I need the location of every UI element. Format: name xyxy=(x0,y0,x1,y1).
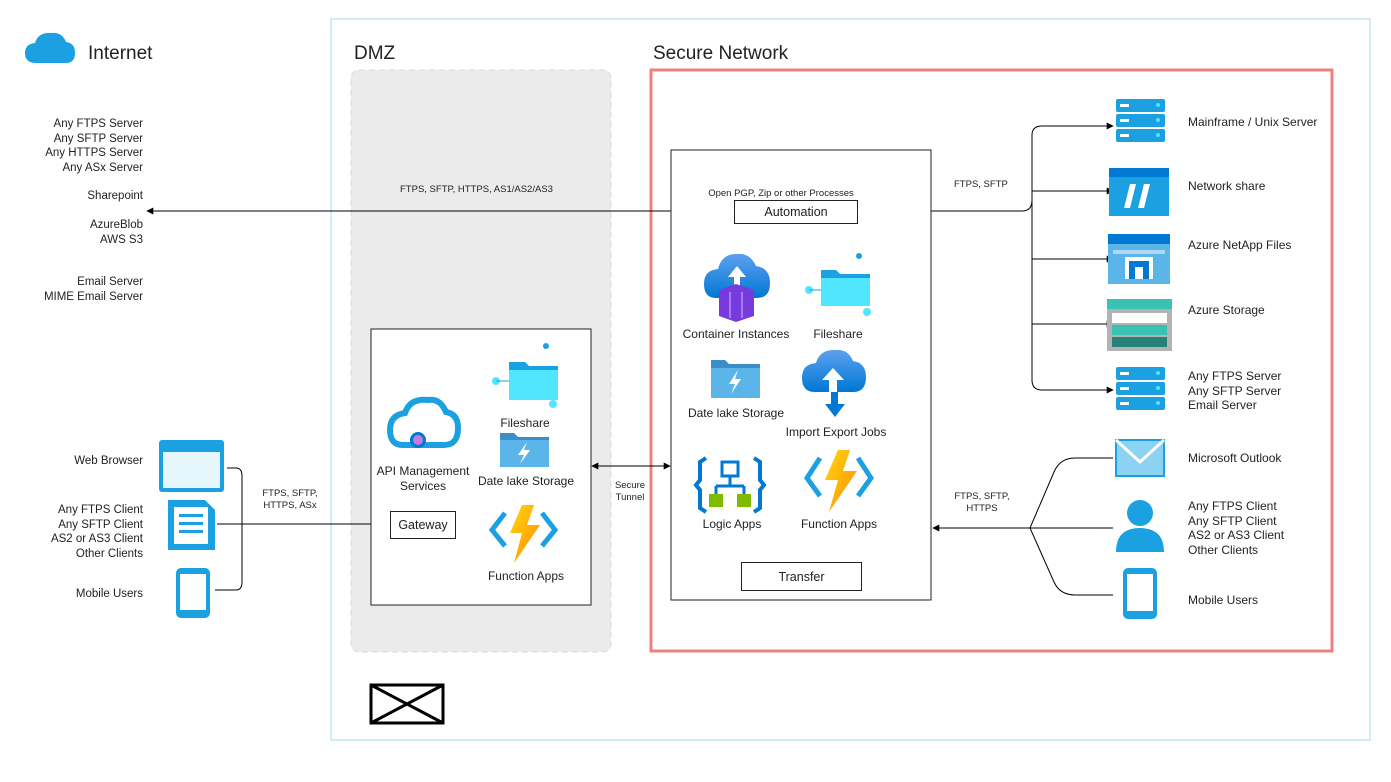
server-icon xyxy=(1116,367,1165,410)
client-bus xyxy=(227,467,389,528)
mainframe-label: Mainframe / Unix Server xyxy=(1188,115,1318,129)
outbound-protocols-label: FTPS, SFTP, HTTPS, AS1/AS2/AS3 xyxy=(400,184,553,195)
inbound-bus xyxy=(932,457,1113,532)
fileshare-icon xyxy=(492,343,558,408)
web-browser-label: Web Browser xyxy=(74,455,143,467)
secure-network-title: Secure Network xyxy=(653,43,789,64)
secure-fileshare-label: Fileshare xyxy=(813,327,863,341)
dmz-title: DMZ xyxy=(354,43,396,64)
import-export-icon xyxy=(802,349,866,417)
netapp-files-label: Azure NetApp Files xyxy=(1188,238,1292,252)
network-share-label: Network share xyxy=(1188,179,1266,193)
right-file-clients-label: Any FTPS Client Any SFTP Client AS2 or A… xyxy=(1188,499,1285,557)
logic-apps-icon xyxy=(693,456,767,514)
api-management-label: API Management Services xyxy=(376,464,470,493)
mobile-icon xyxy=(1123,568,1157,619)
internet-title: Internet xyxy=(88,43,153,64)
container-instances-label: Container Instances xyxy=(682,327,790,341)
container-instances-icon xyxy=(704,253,770,322)
outlook-label: Microsoft Outlook xyxy=(1188,451,1282,465)
server-icon xyxy=(1116,99,1165,142)
secure-function-apps-label: Function Apps xyxy=(800,517,878,531)
datalake-icon xyxy=(711,360,760,398)
internal-protocols-label: FTPS, SFTP xyxy=(954,179,1008,190)
secure-datalake-label: Date lake Storage xyxy=(687,406,785,420)
secure-network-zone xyxy=(649,68,1334,653)
mail-icon xyxy=(1114,438,1166,477)
outer-container xyxy=(330,18,1371,741)
cloud-icon xyxy=(25,32,75,63)
datalake-icon xyxy=(500,433,549,467)
web-browser-icon xyxy=(159,440,224,492)
internal-servers-label: Any FTPS Server Any SFTP Server Email Se… xyxy=(1188,369,1282,412)
inbound-protocols-label: FTPS, SFTP, HTTPS xyxy=(954,491,1010,514)
transfer-button[interactable]: Transfer xyxy=(741,562,862,591)
internet-servers-label: Any FTPS Server Any SFTP Server Any HTTP… xyxy=(45,118,143,174)
mobile-icon xyxy=(176,568,210,618)
fileshare-icon xyxy=(805,253,871,316)
storage-account-icon xyxy=(1107,299,1172,351)
lightning-icon xyxy=(488,505,559,563)
automation-button[interactable]: Automation xyxy=(734,200,858,224)
dmz-datalake-label: Date lake Storage xyxy=(477,474,575,488)
mobile-users-label: Mobile Users xyxy=(75,588,143,600)
client-protocols-label: FTPS, SFTP, HTTPS, ASx xyxy=(262,488,318,511)
dmz-function-apps-label: Function Apps xyxy=(487,569,565,583)
dmz-fileshare-label: Fileshare xyxy=(500,416,550,430)
secure-tunnel-label: Secure Tunnel xyxy=(614,480,646,503)
azure-storage-label: Azure Storage xyxy=(1188,303,1265,317)
sharepoint-label: Sharepoint xyxy=(87,190,143,202)
right-mobile-users-label: Mobile Users xyxy=(1188,593,1259,607)
document-icon xyxy=(168,500,215,550)
logic-apps-label: Logic Apps xyxy=(702,517,762,531)
internal-bus xyxy=(857,122,1114,212)
processes-caption: Open PGP, Zip or other Processes xyxy=(708,188,854,199)
gateway-button[interactable]: Gateway xyxy=(390,511,456,539)
import-export-label: Import Export Jobs xyxy=(785,425,887,439)
user-icon xyxy=(1116,500,1164,552)
cloud-storage-label: AzureBlob AWS S3 xyxy=(89,219,143,246)
file-clients-label: Any FTPS Client Any SFTP Client AS2 or A… xyxy=(50,504,143,560)
netapp-files-icon xyxy=(1108,234,1170,284)
network-share-icon xyxy=(1109,168,1169,216)
email-servers-label: Email Server MIME Email Server xyxy=(43,276,143,303)
envelope-icon xyxy=(369,683,445,725)
api-management-icon xyxy=(386,396,462,448)
lightning-icon xyxy=(803,450,875,512)
